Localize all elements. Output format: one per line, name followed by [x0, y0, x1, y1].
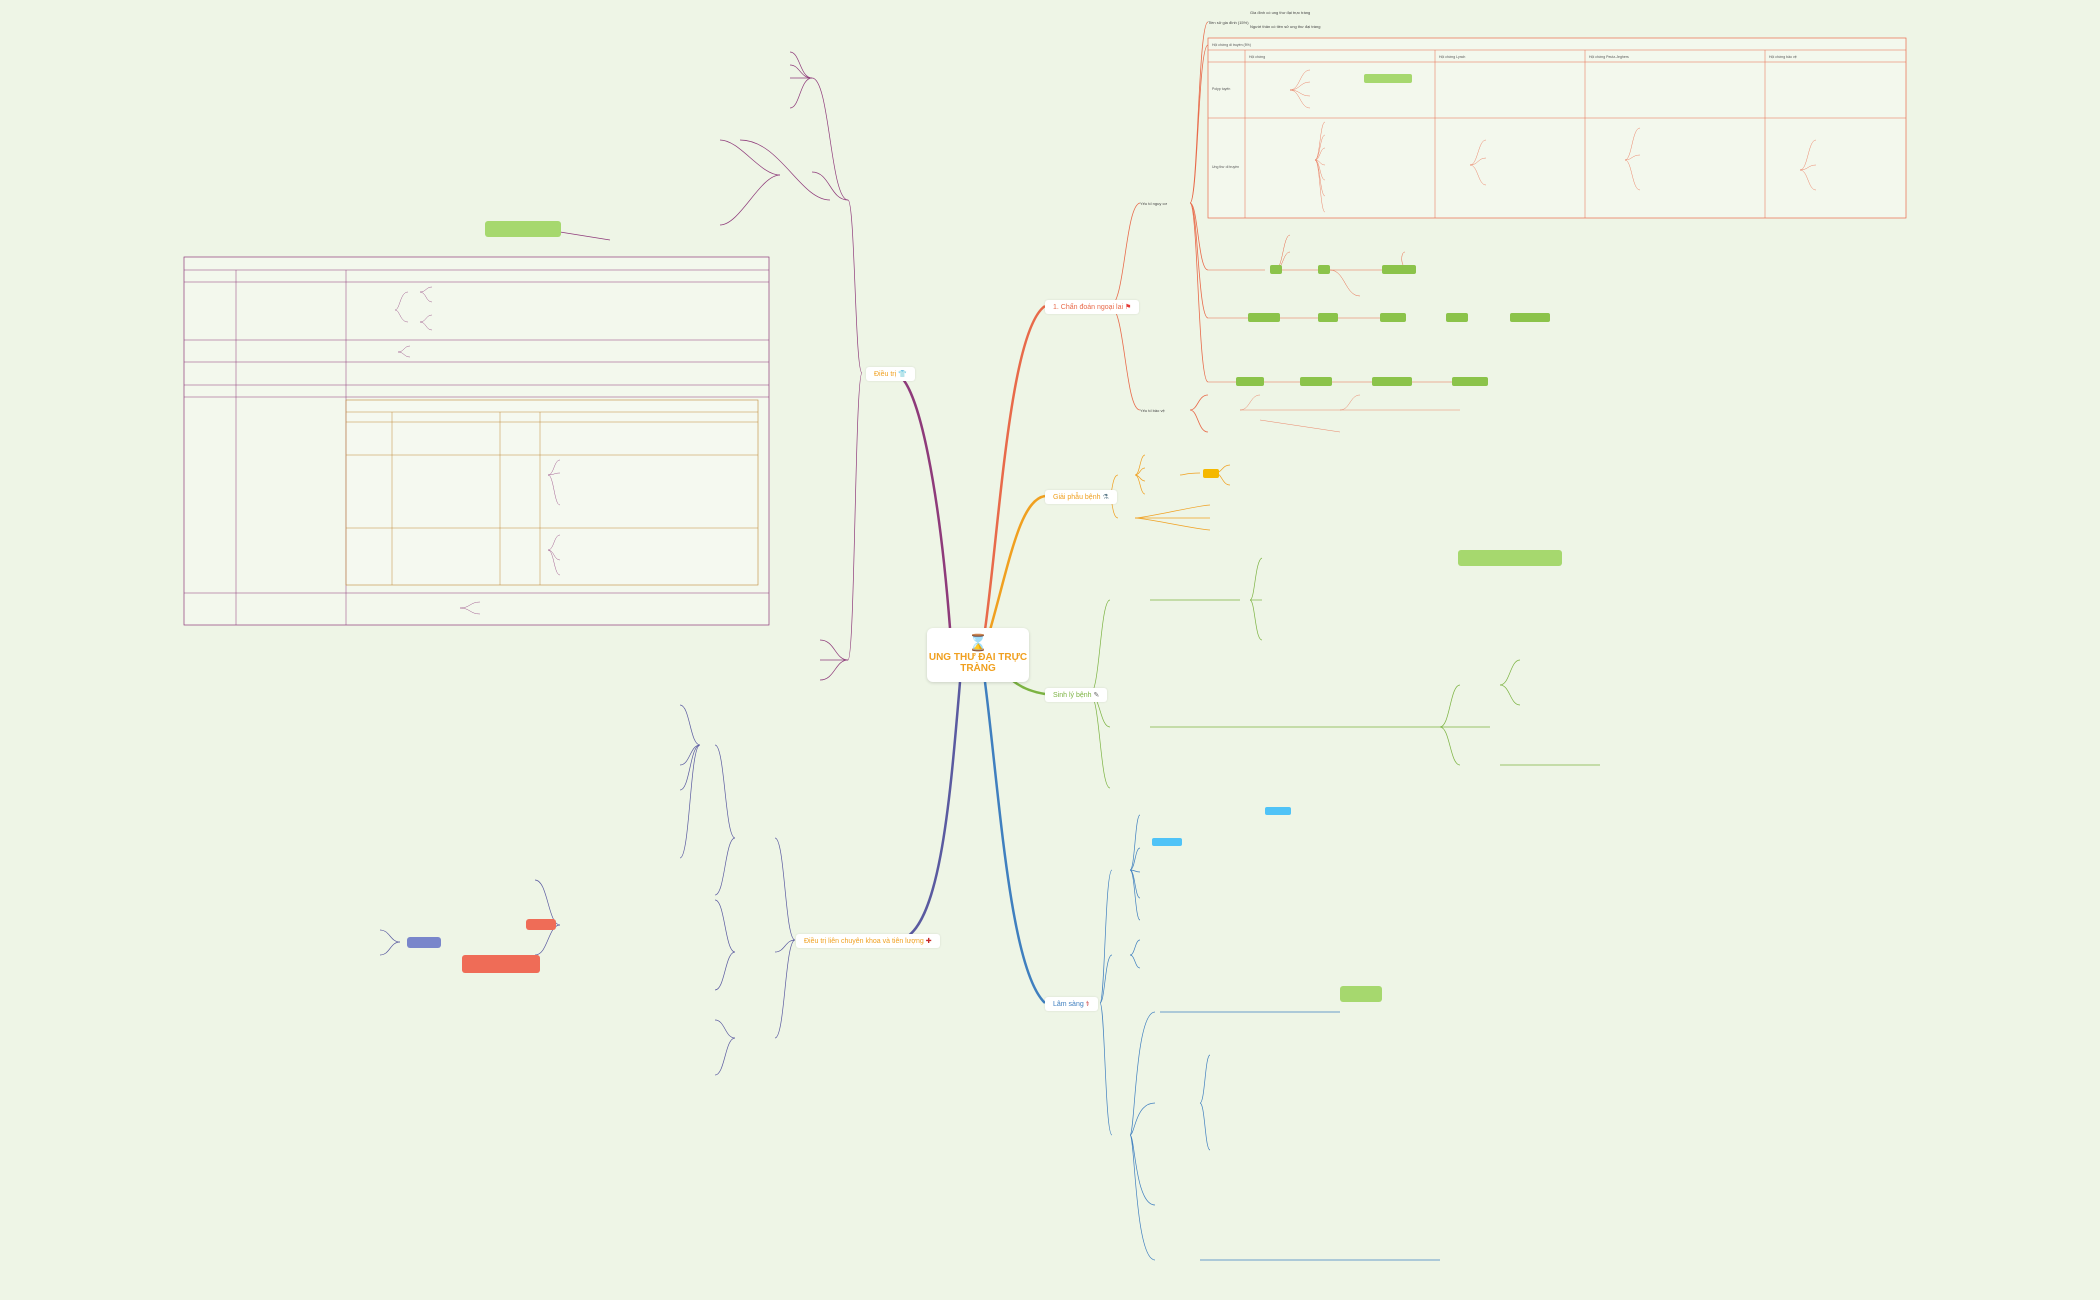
shirt-icon: 👕: [898, 371, 907, 378]
syringe-icon: ✚: [925, 938, 932, 945]
svg-text:Người thân có tiền sử ung thư: Người thân có tiền sử ung thư đại tràng: [1250, 24, 1320, 29]
stethoscope-icon: ⚕: [1085, 1001, 1090, 1008]
flag-icon: ⚑: [1125, 304, 1132, 311]
svg-text:Hội chứng di truyền (5%): Hội chứng di truyền (5%): [1212, 43, 1251, 47]
svg-text:Yếu tố bảo vệ: Yếu tố bảo vệ: [1140, 408, 1165, 413]
branch-treatment-label: Điều trị: [874, 371, 897, 378]
central-topic-title-line1: UNG THƯ ĐẠI TRỰC: [928, 652, 1028, 663]
hourglass-icon: ⌛: [968, 635, 988, 652]
svg-text:Tiền sử gia đình (15%): Tiền sử gia đình (15%): [1208, 20, 1249, 25]
svg-text:Ung thư di truyền: Ung thư di truyền: [1212, 165, 1239, 169]
svg-text:Gia đình có ung thư đại trực t: Gia đình có ung thư đại trực tràng: [1250, 10, 1310, 15]
svg-text:Yếu tố nguy cơ: Yếu tố nguy cơ: [1140, 201, 1167, 206]
svg-text:Hội chứng: Hội chứng: [1249, 55, 1265, 59]
branch-clinical-label: Lâm sàng: [1053, 1001, 1084, 1008]
branch-treatment[interactable]: Điều trị 👕: [866, 367, 915, 381]
central-topic[interactable]: ⌛ UNG THƯ ĐẠI TRỰC TRÀNG: [927, 628, 1029, 682]
svg-text:Polyp tuyến: Polyp tuyến: [1212, 87, 1230, 91]
microscope-icon: ⚗: [1102, 494, 1109, 501]
branch-pathophysiology[interactable]: Sinh lý bệnh ✎: [1045, 688, 1108, 702]
branch-clinical[interactable]: Lâm sàng ⚕: [1045, 997, 1098, 1011]
svg-text:Hội chứng Peutz-Jeghers: Hội chứng Peutz-Jeghers: [1589, 55, 1629, 59]
central-topic-title-line2: TRÀNG: [960, 663, 996, 674]
branch-pathology[interactable]: Giải phẫu bệnh ⚗: [1045, 490, 1117, 504]
svg-text:Hội chứng bảo vệ: Hội chứng bảo vệ: [1769, 55, 1797, 59]
pen-icon: ✎: [1093, 692, 1100, 699]
svg-text:Hội chứng Lynch: Hội chứng Lynch: [1439, 55, 1465, 59]
branch-pathology-label: Giải phẫu bệnh: [1053, 494, 1101, 501]
branch-pathophysiology-label: Sinh lý bệnh: [1053, 692, 1092, 699]
branch-multidisciplinary-treatment-label: Điều trị liên chuyên khoa và tiên lượng: [804, 938, 924, 945]
branch-diagnosis[interactable]: 1. Chẩn đoán ngoại lai ⚑: [1045, 300, 1140, 314]
branch-multidisciplinary-treatment[interactable]: Điều trị liên chuyên khoa và tiên lượng …: [796, 934, 940, 948]
branch-diagnosis-label: 1. Chẩn đoán ngoại lai: [1053, 304, 1124, 311]
